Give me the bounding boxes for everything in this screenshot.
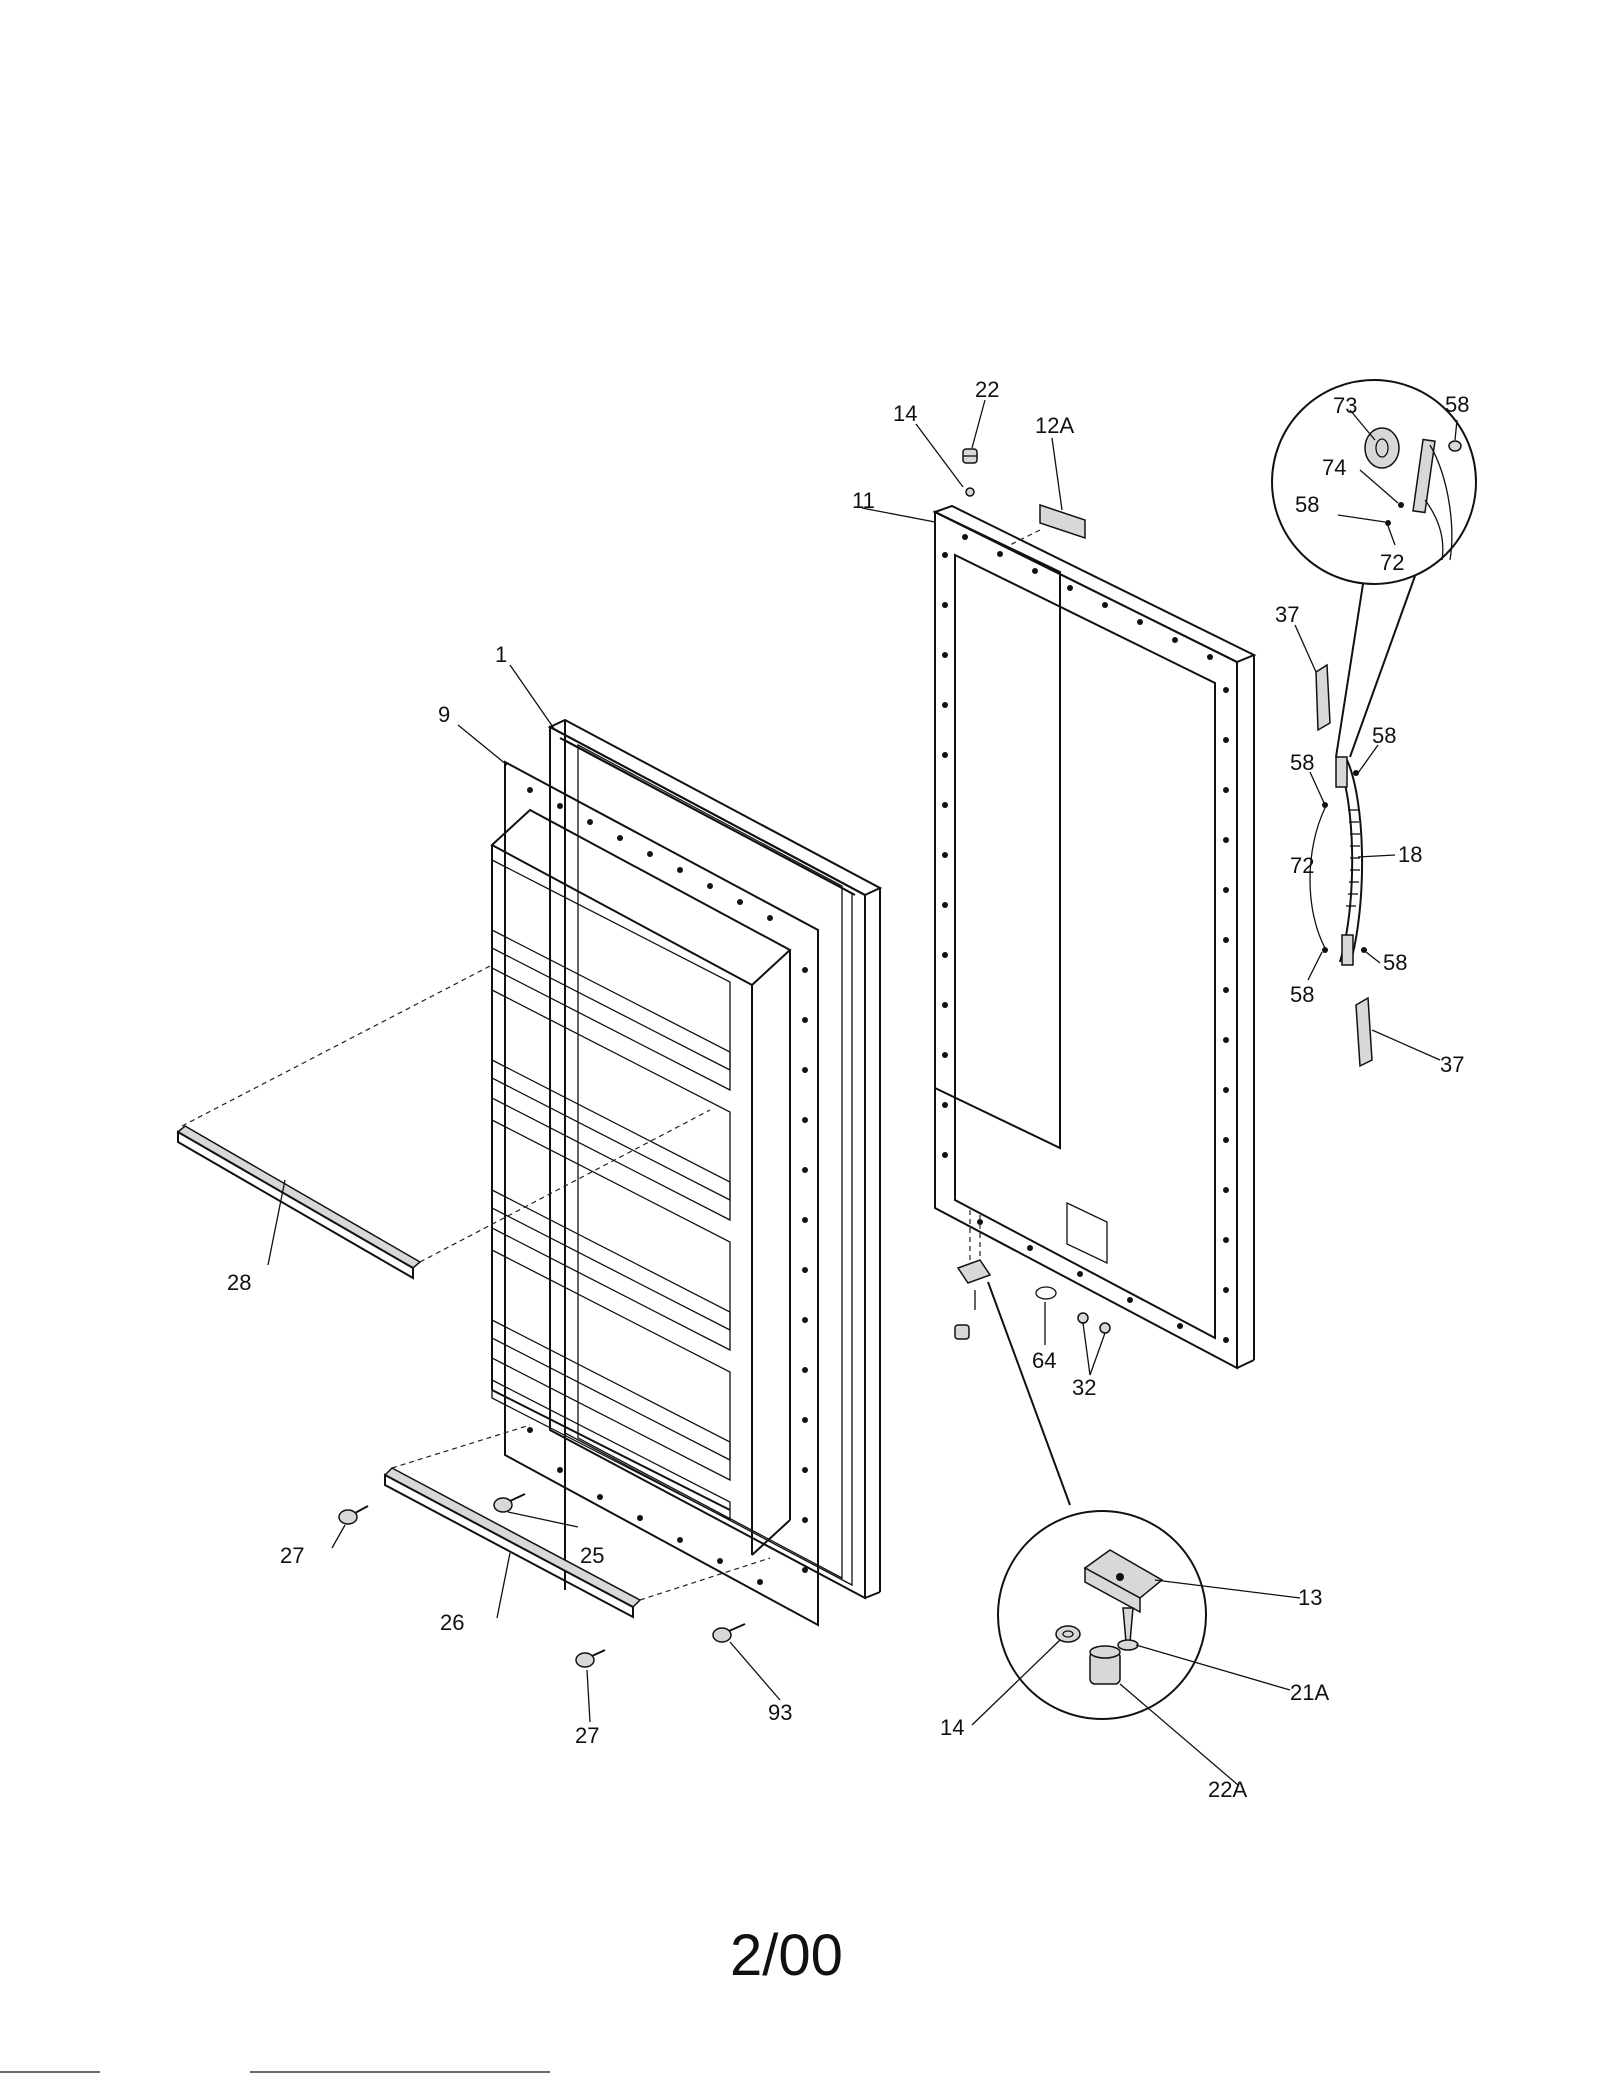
label-74: 74 bbox=[1322, 455, 1346, 480]
label-73: 73 bbox=[1333, 393, 1357, 418]
label-25: 25 bbox=[580, 1543, 604, 1568]
callout-labels: 1 9 11 12A 14 22 37 37 18 58 58 72 58 58… bbox=[227, 377, 1469, 1802]
label-13: 13 bbox=[1298, 1585, 1322, 1610]
label-58-handle-top-right: 58 bbox=[1372, 723, 1396, 748]
label-12a-plate bbox=[1009, 503, 1086, 546]
label-21a: 21A bbox=[1290, 1680, 1329, 1705]
handle-end-cap-bottom bbox=[1355, 996, 1373, 1068]
label-28: 28 bbox=[227, 1270, 251, 1295]
bottom-hinge-parts bbox=[954, 1210, 1111, 1340]
footer-date: 2/00 bbox=[730, 1923, 843, 1988]
shelf-rail-lower bbox=[383, 1424, 771, 1619]
label-58-handle-top-left: 58 bbox=[1290, 750, 1314, 775]
label-14-detail: 14 bbox=[940, 1715, 964, 1740]
detail-circle-handle-top bbox=[1271, 379, 1477, 758]
fastener-27-bottom bbox=[575, 1649, 606, 1668]
door-shelves bbox=[491, 858, 731, 1522]
handle-18 bbox=[1335, 756, 1364, 966]
label-22a: 22A bbox=[1208, 1777, 1247, 1802]
door-panel bbox=[547, 718, 883, 1600]
door-liner bbox=[490, 760, 819, 1627]
label-72-detail: 72 bbox=[1380, 550, 1404, 575]
handle-grip-ridges bbox=[1346, 809, 1360, 907]
label-26: 26 bbox=[440, 1610, 464, 1635]
label-58-handle-bottom-left: 58 bbox=[1290, 982, 1314, 1007]
door-liner-holes bbox=[527, 787, 808, 1585]
shelf-rail-upper bbox=[176, 964, 711, 1280]
label-37-bottom: 37 bbox=[1440, 1052, 1464, 1077]
label-27-left: 27 bbox=[280, 1543, 304, 1568]
label-64: 64 bbox=[1032, 1348, 1056, 1373]
screw-93 bbox=[712, 1623, 746, 1643]
handle-end-cap-top bbox=[1315, 663, 1331, 732]
label-14-top: 14 bbox=[893, 401, 917, 426]
label-58-handle-bottom-right: 58 bbox=[1383, 950, 1407, 975]
label-11: 11 bbox=[852, 488, 875, 513]
label-12a: 12A bbox=[1035, 413, 1074, 438]
detail-circle-hinge-bottom bbox=[987, 1281, 1207, 1720]
top-bushing-22 bbox=[962, 448, 978, 464]
gasket-frame bbox=[932, 504, 1257, 1370]
label-9: 9 bbox=[438, 702, 450, 727]
top-washer-14 bbox=[965, 487, 975, 497]
fastener-27-left bbox=[338, 1505, 369, 1525]
screw-25 bbox=[493, 1493, 526, 1513]
label-37-top: 37 bbox=[1275, 602, 1299, 627]
label-1: 1 bbox=[495, 642, 507, 667]
label-58-detail-right: 58 bbox=[1445, 392, 1469, 417]
label-72-handle: 72 bbox=[1290, 853, 1314, 878]
leader-lines bbox=[267, 399, 1458, 1786]
label-27-bottom: 27 bbox=[575, 1723, 599, 1748]
label-58-detail-left: 58 bbox=[1295, 492, 1319, 517]
label-32: 32 bbox=[1072, 1375, 1096, 1400]
label-22: 22 bbox=[975, 377, 999, 402]
label-18: 18 bbox=[1398, 842, 1422, 867]
label-93: 93 bbox=[768, 1700, 792, 1725]
gasket-frame-holes bbox=[942, 534, 1229, 1343]
